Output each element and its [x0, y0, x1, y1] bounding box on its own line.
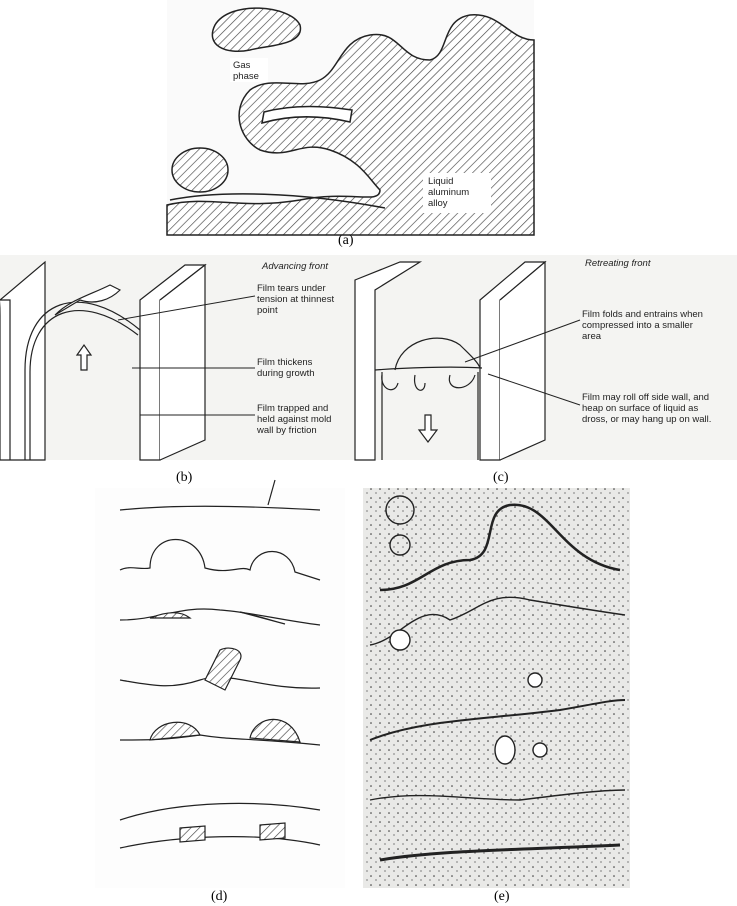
- caption-a: (a): [338, 233, 354, 248]
- caption-e: (e): [494, 889, 510, 904]
- note-film-trapped: Film trapped and held against mold wall …: [257, 403, 332, 436]
- liquid-alloy-label: Liquid aluminum alloy: [428, 176, 470, 209]
- note-film-rolls: Film may roll off side wall, and heap on…: [582, 392, 712, 425]
- panel-d-drawing: [95, 479, 345, 888]
- note-film-folds: Film folds and entrains when compressed …: [582, 309, 703, 342]
- caption-b: (b): [176, 470, 193, 485]
- note-film-thickens: Film thickens during growth: [257, 357, 315, 379]
- panel-c-drawing: [354, 255, 737, 461]
- caption-c: (c): [493, 470, 509, 485]
- panel-a-drawing: [166, 0, 535, 236]
- retreating-front-title: Retreating front: [585, 258, 651, 269]
- advancing-front-title: Advancing front: [262, 261, 329, 272]
- gas-phase-label: Gas phase: [233, 60, 259, 82]
- panel-e-drawing: [363, 488, 630, 888]
- caption-d: (d): [211, 889, 228, 904]
- note-film-tears: Film tears under tension at thinnest poi…: [257, 283, 335, 316]
- panel-b-drawing: [0, 255, 362, 461]
